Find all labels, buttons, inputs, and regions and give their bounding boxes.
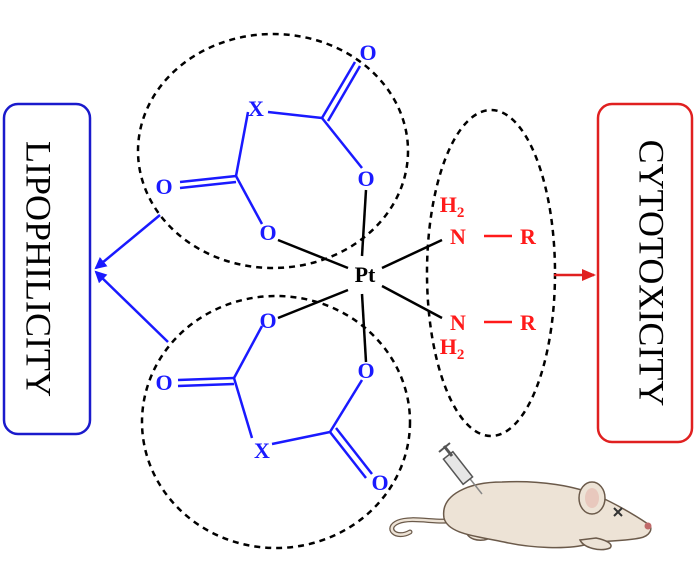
oxygen-lower-left: O [259, 308, 276, 333]
upper-nitrogen: N [450, 224, 466, 249]
x-group-upper: X [248, 96, 264, 121]
oxygen-lower-carbonyl: O [371, 470, 388, 495]
lipophilicity-box-border [2, 102, 92, 436]
mouse-icon [389, 480, 652, 551]
amine-ligand-ellipse [425, 108, 557, 438]
lower-h-symbol: H [440, 334, 457, 359]
syringe-icon [438, 442, 483, 495]
oxygen-lower-left-carbonyl: O [155, 370, 172, 395]
oxygen-upper-left: O [259, 220, 276, 245]
oxygen-upper-carbonyl: O [359, 40, 376, 65]
upper-ligand-circle [136, 32, 410, 270]
cytotoxicity-label: CYTOTOXICITY [632, 140, 672, 407]
amine-bonds [484, 234, 512, 324]
upper-h-symbol: H [440, 192, 457, 217]
platinum-bonds [277, 189, 443, 363]
upper-h-subscript: 2 [457, 205, 465, 221]
lower-amine-hydrogen: H2 [440, 334, 465, 363]
upper-carboxylate-bonds [179, 61, 363, 225]
upper-lipophilicity-arrow [94, 214, 161, 270]
lower-r-group: R [520, 310, 537, 335]
lower-h-subscript: 2 [457, 347, 465, 363]
upper-amine-hydrogen: H2 [440, 192, 465, 221]
oxygen-upper-left-carbonyl: O [155, 174, 172, 199]
lower-ligand-circle [140, 294, 412, 550]
lower-lipophilicity-arrow [94, 270, 169, 343]
oxygen-upper-right: O [357, 166, 374, 191]
lower-nitrogen: N [450, 310, 466, 335]
lipophilicity-box: LIPOPHILICITY [2, 102, 92, 436]
x-group-lower: X [254, 438, 270, 463]
lipophilicity-label: LIPOPHILICITY [19, 141, 59, 397]
lower-carboxylate-bonds [177, 325, 373, 479]
platinum-atom: Pt [355, 262, 376, 287]
oxygen-lower-right: O [357, 358, 374, 383]
cytotoxicity-box: CYTOTOXICITY [596, 102, 694, 444]
upper-r-group: R [520, 224, 537, 249]
cytotoxicity-box-border [596, 102, 694, 444]
